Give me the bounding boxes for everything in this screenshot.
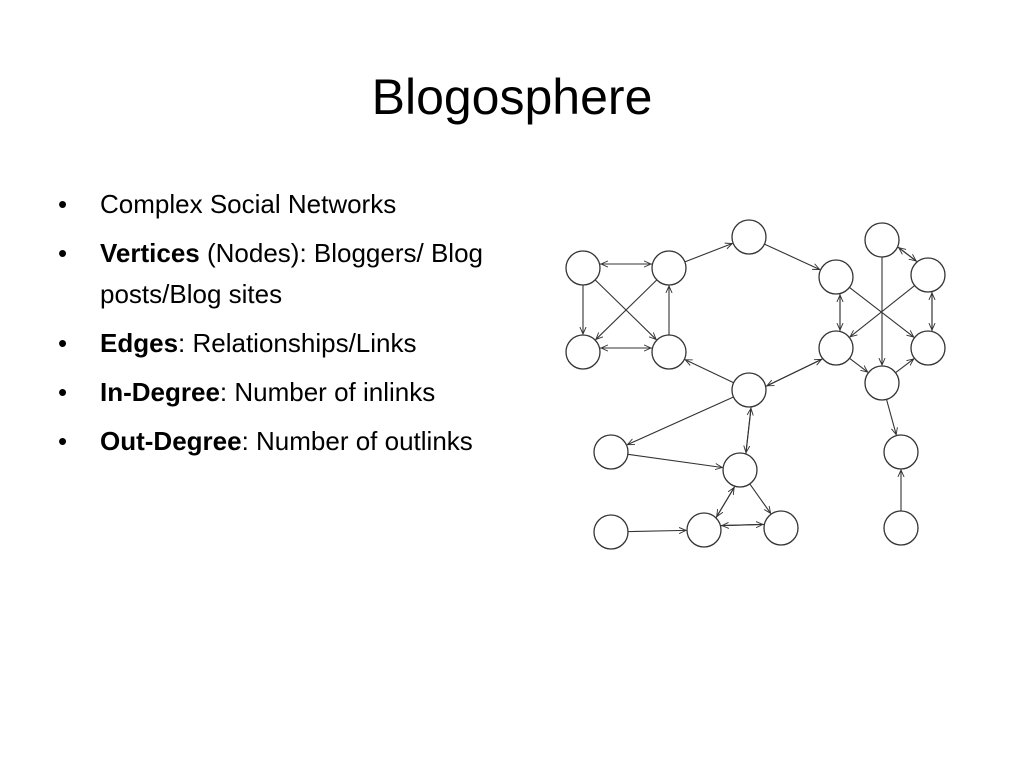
graph-node (593, 434, 629, 470)
bullet-dot: • (58, 189, 68, 219)
bullet-item: • Edges: Relationships/Links (58, 323, 498, 364)
graph-node (686, 512, 722, 548)
edge-arrow (627, 396, 734, 446)
edge-arrow (627, 530, 686, 531)
edge-arrow (685, 359, 734, 384)
edge-arrow (765, 358, 821, 387)
graph-node (883, 434, 919, 470)
bullet-text: (Nodes): Bloggers/ Blog posts/Blog sites (100, 238, 483, 309)
bullet-dot: • (58, 377, 68, 407)
edge-arrow (745, 408, 751, 454)
graph-node (722, 452, 758, 488)
graph-node (910, 257, 946, 293)
edge-arrow (895, 359, 914, 374)
bullet-text: : Number of outlinks (241, 426, 473, 456)
bullet-dot: • (58, 238, 68, 268)
bullet-term: Out-Degree (100, 426, 242, 456)
graph-node (651, 334, 687, 370)
bullet-text: : Relationships/Links (178, 328, 417, 358)
graph-node (565, 250, 601, 286)
graph-node (818, 330, 854, 366)
bullet-term: In-Degree (100, 377, 220, 407)
graph-node (651, 250, 687, 286)
graph-node (910, 330, 946, 366)
graph-node (565, 334, 601, 370)
graph-node (864, 365, 900, 401)
bullet-term: Edges (100, 328, 179, 358)
bullet-item: • Vertices (Nodes): Bloggers/ Blog posts/… (58, 233, 498, 315)
graph-node (731, 219, 767, 255)
edge-arrow (596, 279, 658, 340)
edge-arrow (684, 244, 732, 263)
graph-node (818, 259, 854, 295)
bullet-term: Vertices (100, 238, 200, 268)
graph-nodes (565, 219, 946, 550)
edge-arrow (749, 483, 771, 513)
graph-node (731, 372, 767, 408)
edge-arrow (715, 487, 734, 518)
graph-node (864, 222, 900, 258)
bullet-text: Complex Social Networks (100, 189, 397, 219)
graph-node (593, 514, 629, 550)
graph-node (763, 510, 799, 546)
bullet-dot: • (58, 426, 68, 456)
edge-arrow (722, 524, 764, 525)
bullet-item: • Complex Social Networks (58, 184, 498, 225)
edge-arrow (899, 248, 918, 262)
bullet-item: • In-Degree: Number of inlinks (58, 372, 498, 413)
graph-node (883, 510, 919, 546)
edge-arrow (885, 399, 897, 434)
slide-title: Blogosphere (371, 69, 653, 125)
bullet-text: : Number of inlinks (219, 377, 436, 407)
graph-edges (583, 244, 932, 532)
network-graph-diagram (565, 219, 946, 550)
bullet-item: • Out-Degree: Number of outlinks (58, 421, 498, 462)
bullet-dot: • (58, 328, 68, 358)
bullet-list: • Complex Social Networks • Vertices (Node… (58, 184, 498, 470)
edge-arrow (627, 453, 722, 467)
edge-arrow (849, 357, 868, 372)
edge-arrow (764, 243, 819, 270)
edge-arrow (850, 285, 916, 337)
